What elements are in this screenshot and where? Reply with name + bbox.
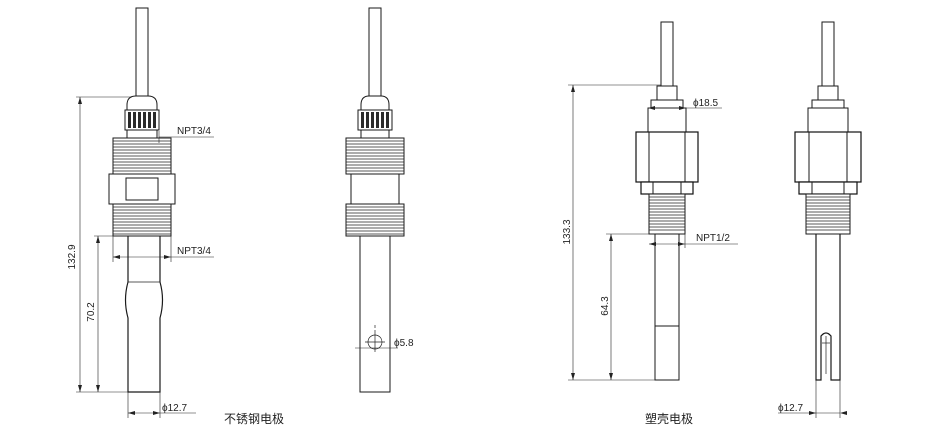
plastic-electrode-front-view [635, 21, 699, 381]
plastic-electrode-side-view [794, 21, 862, 381]
plastic-lower-length-label: 64.3 [600, 296, 611, 316]
stainless-total-length-label: 132.9 [67, 244, 78, 269]
stainless-electrode-side-view [345, 7, 405, 393]
stainless-thread-bottom-label: NPT3/4 [177, 246, 211, 257]
plastic-dimensions [568, 84, 738, 381]
stainless-hole-diameter-label: ϕ5.8 [394, 338, 414, 349]
plastic-shaft-diameter-label: ϕ12.7 [778, 403, 804, 414]
plastic-caption: 塑壳电极 [645, 411, 693, 426]
plastic-total-length-label: 133.3 [562, 219, 573, 244]
stainless-thread-top-label: NPT3/4 [177, 126, 211, 137]
plastic-thread-label: NPT1/2 [696, 233, 730, 244]
stainless-dimensions [76, 96, 214, 418]
plastic-side-dimensions [778, 380, 847, 418]
stainless-shaft-diameter-label: ϕ12.7 [162, 403, 188, 414]
stainless-caption: 不锈钢电极 [224, 412, 284, 426]
stainless-lower-length-label: 70.2 [86, 302, 97, 322]
stainless-electrode-front-view [108, 7, 176, 393]
plastic-hex-diameter-label: ϕ18.5 [693, 98, 719, 109]
